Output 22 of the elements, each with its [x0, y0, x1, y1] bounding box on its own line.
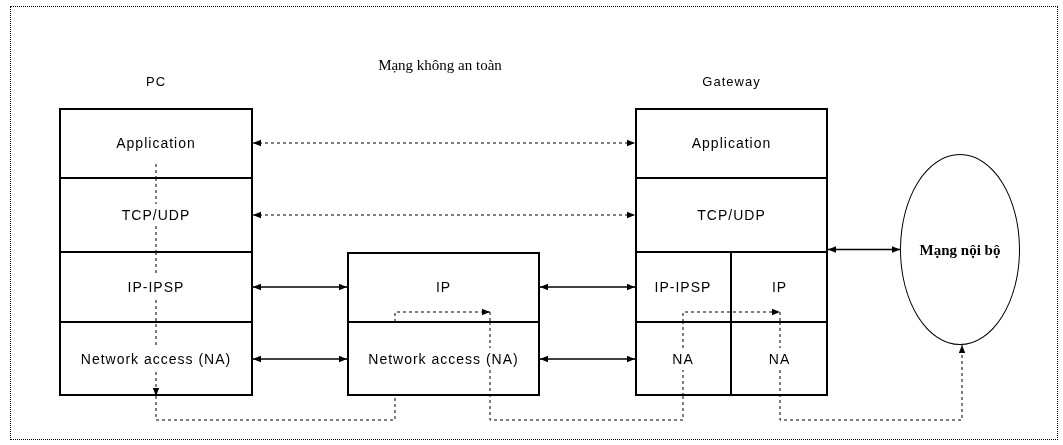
arrow [252, 283, 348, 291]
dashed-arrow [682, 308, 781, 323]
layer-cell [59, 178, 253, 252]
protocol-stack [347, 252, 540, 396]
network-label: Mạng không an toàn [377, 56, 503, 75]
layer-cell [635, 322, 731, 396]
layer-cell [731, 252, 828, 322]
dashed-arrow [394, 308, 491, 323]
arrow [539, 355, 636, 363]
stack-heading: PC [144, 73, 168, 91]
arrow [539, 283, 636, 291]
ellipse-label: Mạng nội bộ [919, 240, 1001, 260]
arrow [252, 355, 348, 363]
layer-cell [635, 252, 731, 322]
layer-cell [731, 322, 828, 396]
dashed-arrow [779, 321, 966, 421]
arrow [827, 246, 901, 253]
dashed-arrow [252, 139, 636, 147]
layer-cell [59, 252, 253, 322]
dashed-arrow [252, 211, 636, 219]
stack-heading: Gateway [701, 73, 762, 91]
layer-cell [635, 178, 828, 252]
